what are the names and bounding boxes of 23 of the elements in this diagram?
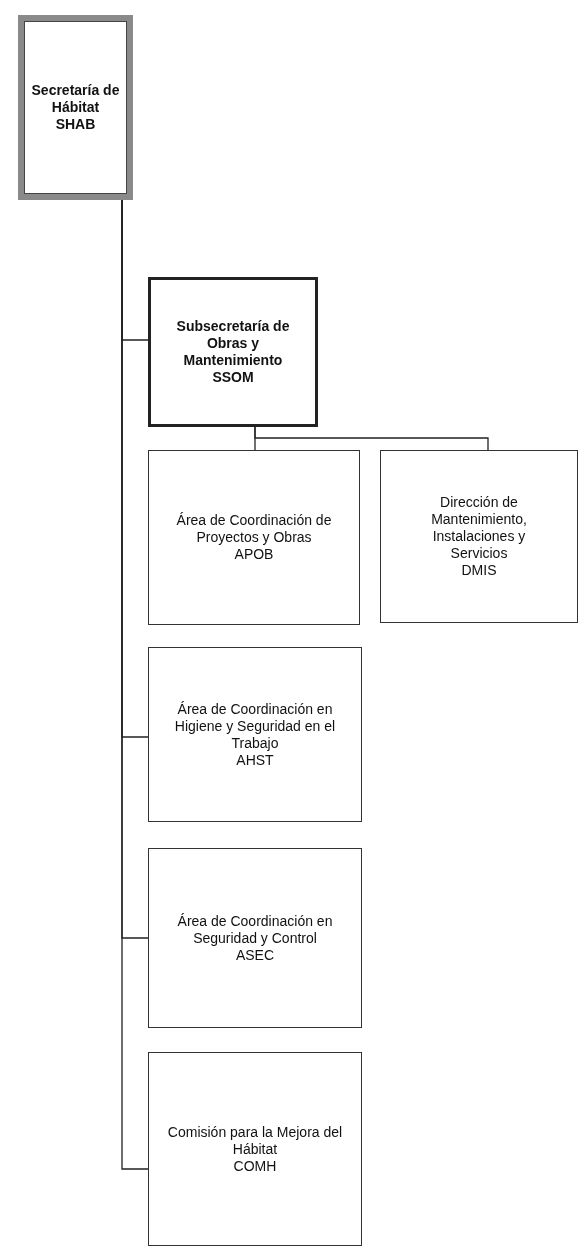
- connector-line: [254, 426, 489, 451]
- unit-acronym: APOB: [234, 546, 274, 563]
- org-box: [380, 450, 578, 623]
- unit-acronym: ASEC: [235, 946, 275, 964]
- unit-name: Secretaría de Hábitat: [30, 82, 121, 116]
- org-box: [148, 848, 362, 1028]
- unit-acronym: DMIS: [461, 562, 497, 579]
- unit-name: Dirección de Mantenimiento, Instalaciones y Servicios: [430, 494, 528, 562]
- unit-name: Área de Coordinación en Higiene y Seguridad en el Trabajo: [173, 700, 337, 752]
- connector-line: [121, 199, 149, 1170]
- unit-acronym: COMH: [233, 1157, 277, 1175]
- org-box: [148, 450, 360, 625]
- unit-name: Área de Coordinación en Seguridad y Control: [176, 912, 334, 947]
- org-box: [18, 15, 133, 200]
- unit-name: Subsecretaría de Obras y Mantenimiento: [175, 318, 291, 369]
- unit-name: Comisión para la Mejora del Hábitat: [167, 1123, 343, 1158]
- org-box: [148, 1052, 362, 1246]
- unit-acronym: SHAB: [55, 116, 96, 133]
- org-box: [148, 277, 318, 427]
- org-box: [148, 647, 362, 822]
- unit-acronym: AHST: [236, 751, 274, 769]
- unit-name: Área de Coordinación de Proyectos y Obras: [175, 512, 333, 546]
- unit-acronym: SSOM: [212, 369, 254, 386]
